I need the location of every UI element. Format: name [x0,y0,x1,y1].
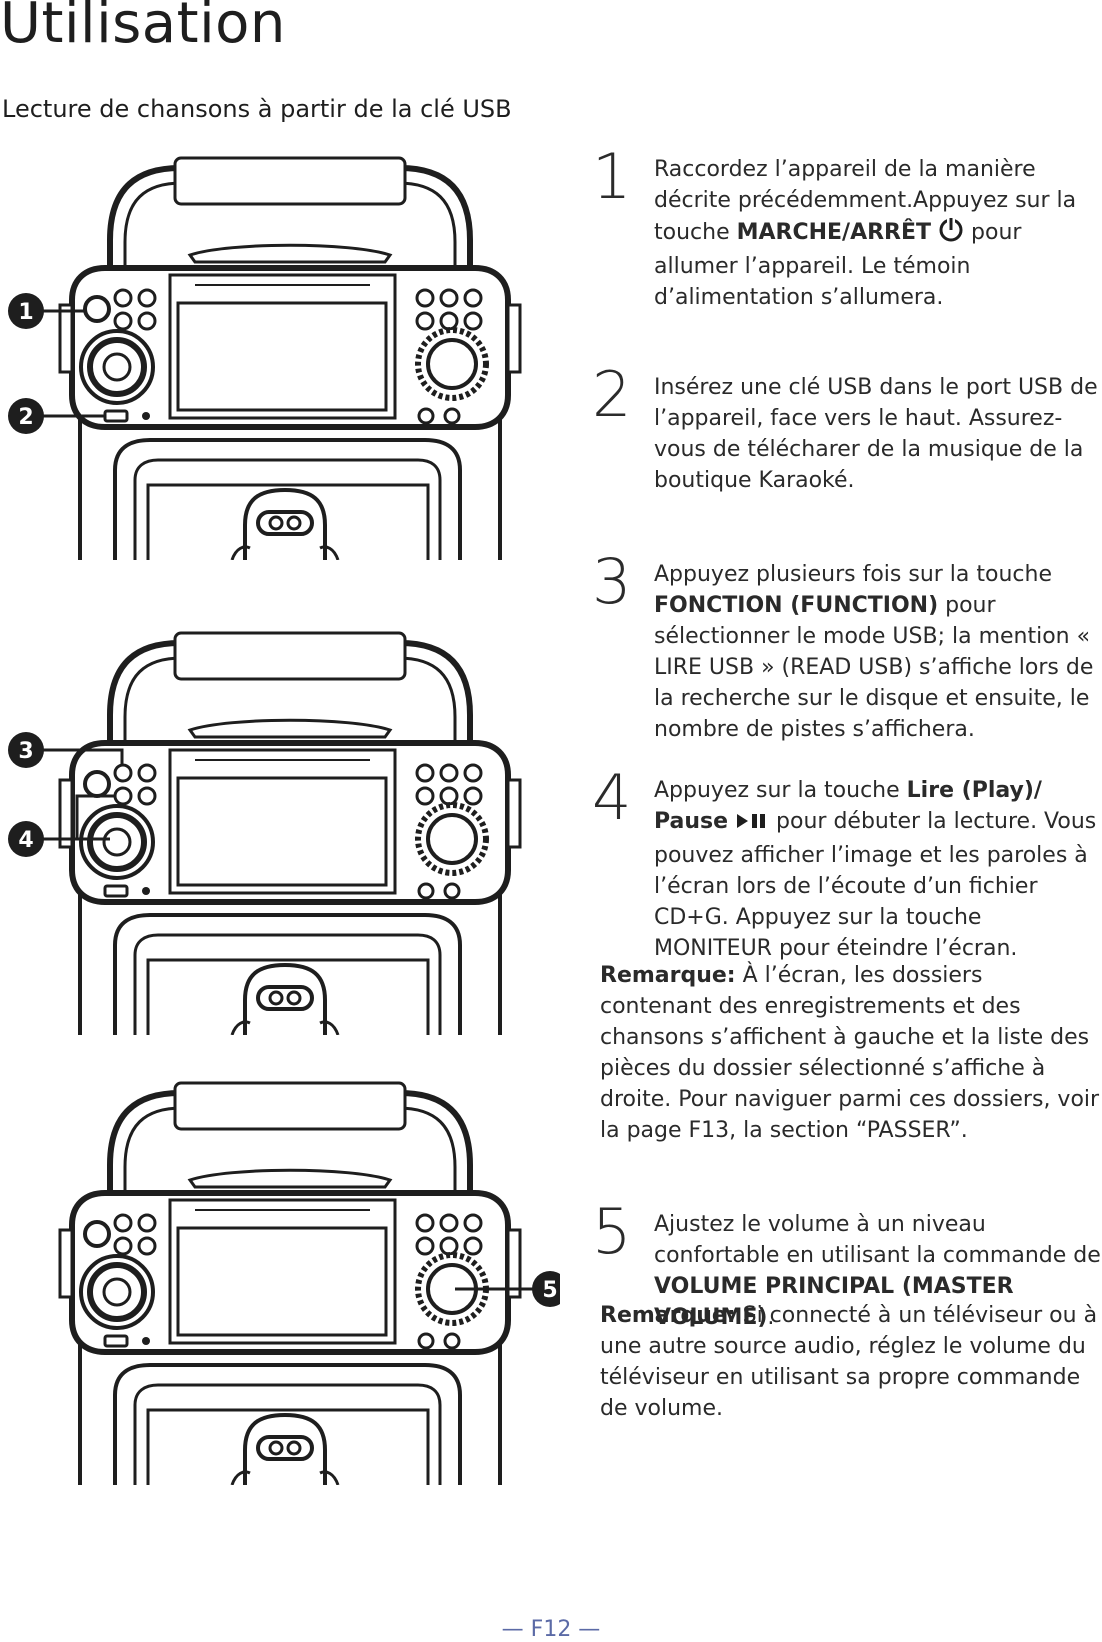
page-subtitle: Lecture de chansons à partir de la clé U… [2,95,512,123]
karaoke-machine-figure-2: 3 4 [0,475,560,1040]
svg-text:2: 2 [18,405,33,430]
step-text: Appuyez plusieurs fois sur la touche FON… [654,562,1094,742]
step-number: 4 [592,761,632,834]
page-title: Utilisation [0,0,286,56]
note-2: Remarque: Si connecté à un téléviseur ou… [600,1303,1098,1421]
callout-4-badge: 4 [8,821,44,857]
callout-1-badge: 1 [8,293,44,329]
karaoke-machine-figure-3: 5 [0,925,560,1505]
step-text: Appuyez sur la touche Lire (Play)/ Pause… [654,778,1097,961]
callout-2-badge: 2 [8,398,44,434]
step-number: 2 [592,358,632,431]
step-number: 3 [592,545,632,618]
svg-text:1: 1 [18,300,33,325]
karaoke-machine-figure-1: 1 2 [0,0,560,580]
step-text: Insérez une clé USB dans le port USB de … [654,375,1098,493]
svg-text:3: 3 [18,739,33,764]
step-number: 1 [592,140,632,213]
svg-text:4: 4 [18,828,33,853]
step-number: 5 [592,1195,632,1268]
callout-5-badge: 5 [532,1271,560,1307]
callout-3-badge: 3 [8,732,44,768]
svg-text:5: 5 [542,1278,557,1303]
power-icon [938,216,964,251]
play-pause-icon [735,809,769,840]
step-text: Raccordez l’appareil de la manière décri… [654,157,1077,310]
note-1: Remarque: À l’écran, les dossiers conten… [600,963,1100,1143]
step-text: Ajustez le volume à un niveau confortabl… [654,1212,1101,1330]
page-number: — F12 — [501,1617,601,1642]
